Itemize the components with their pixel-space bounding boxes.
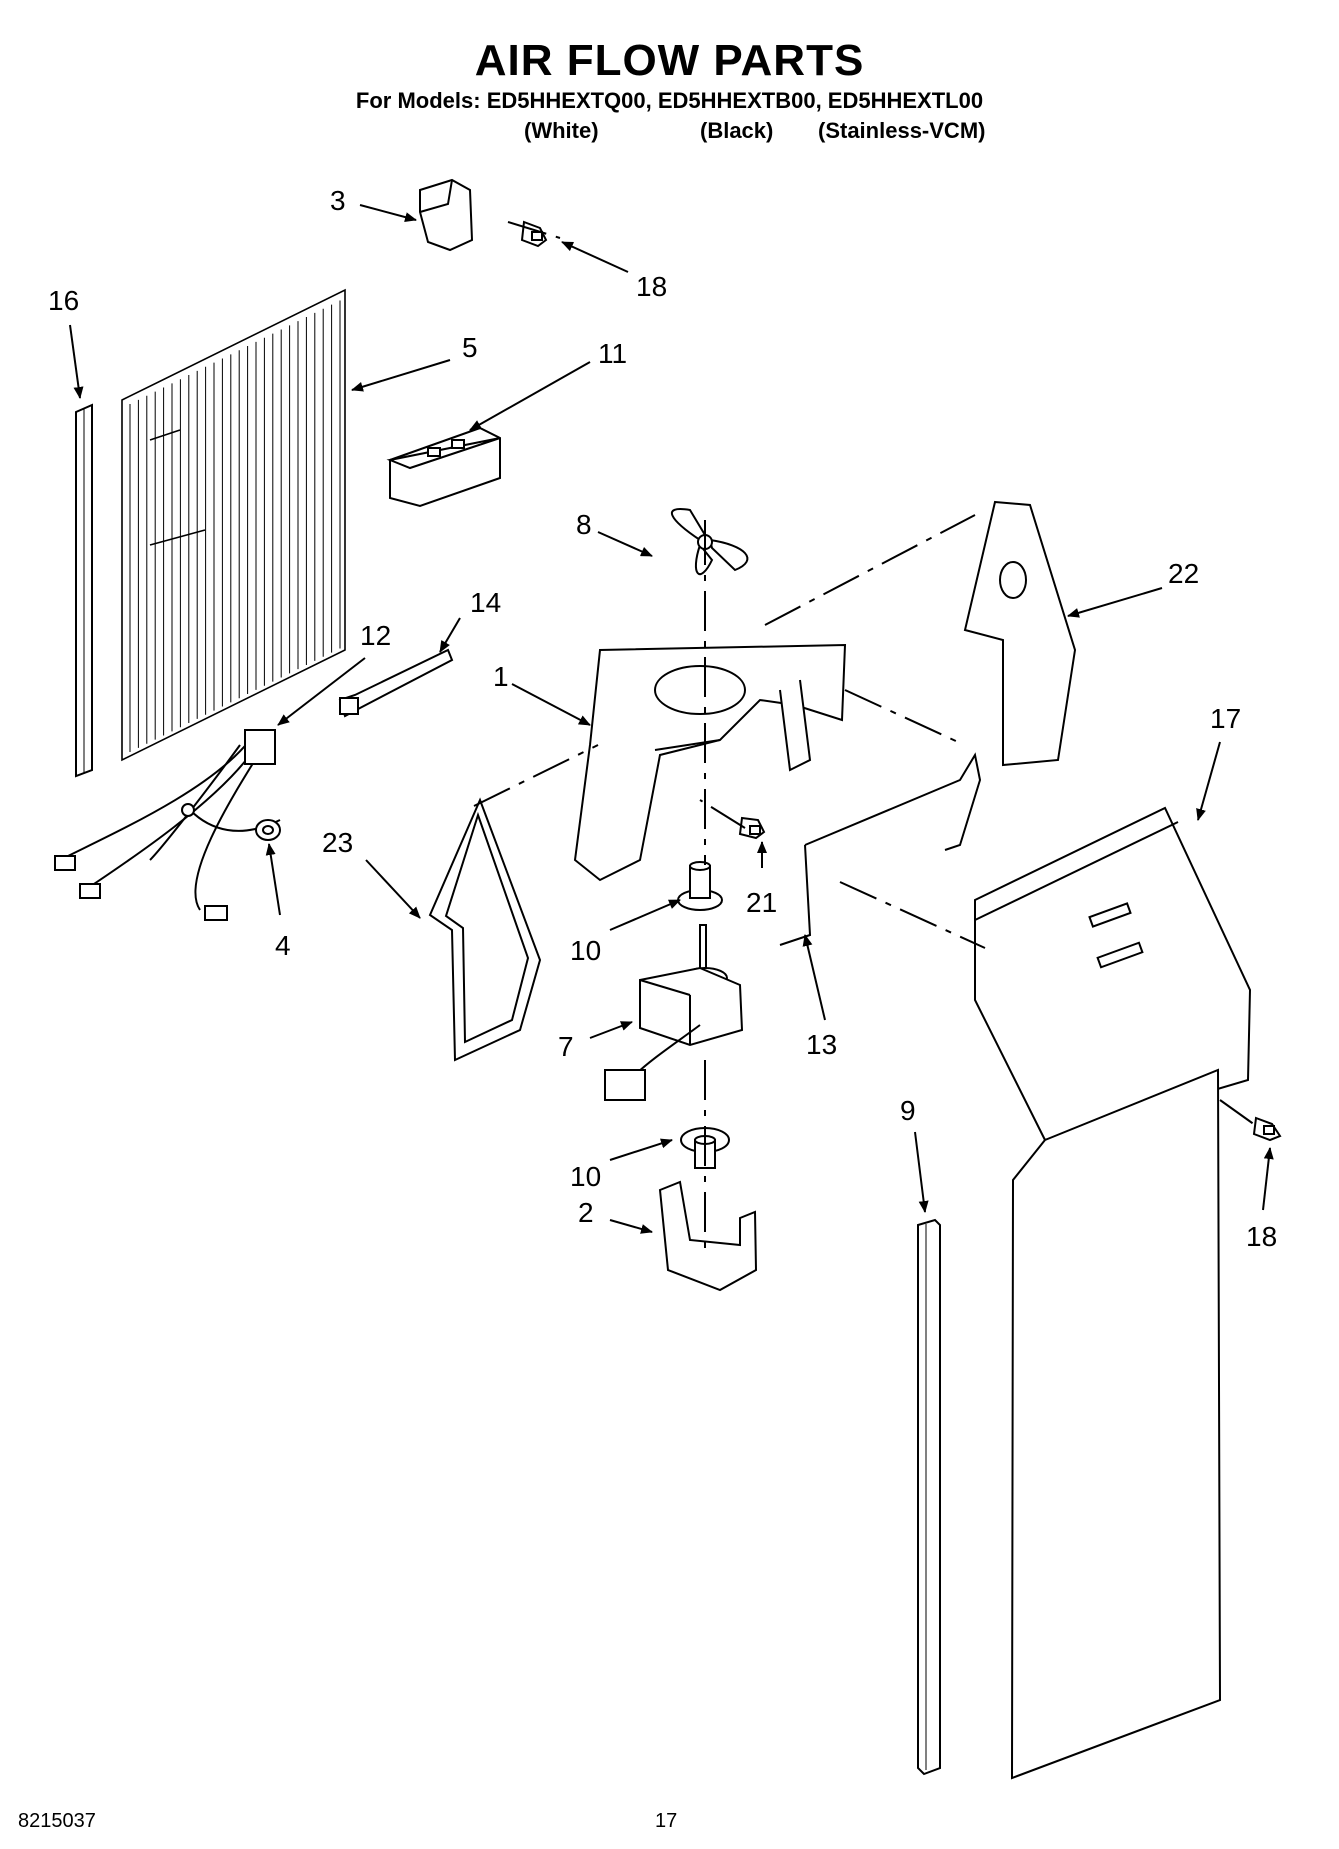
part-17-air-flow-panel [974, 806, 1252, 1780]
callout-2: 2 [578, 1197, 594, 1228]
part-8-fan-blade [670, 508, 749, 575]
callout-14: 14 [470, 587, 501, 618]
callout-18-top: 18 [636, 271, 667, 302]
part-21-screw [738, 816, 766, 840]
part-16-seal-strip [75, 403, 93, 778]
variant-white: (White) [524, 118, 599, 143]
callout-11: 11 [598, 338, 627, 369]
callout-3: 3 [330, 185, 346, 216]
page-number: 17 [655, 1810, 678, 1832]
part-23-left-gasket [428, 797, 542, 1062]
part-9-seal-strip [917, 1218, 941, 1776]
callout-16: 16 [48, 285, 79, 316]
model-list: For Models: ED5HHEXTQ00, ED5HHEXTB00, ED… [355, 88, 984, 113]
part-2-motor-bracket [658, 1180, 758, 1292]
page-title: AIR FLOW PARTS [474, 36, 865, 85]
assembly-lines [473, 221, 1256, 1255]
part-14-cable-tie [338, 648, 454, 718]
callout-22: 22 [1168, 558, 1199, 589]
part-13-wire-bracket [779, 752, 982, 946]
callout-21: 21 [746, 887, 777, 918]
callout-leaders [69, 204, 1274, 1234]
part-4-grommet [255, 819, 281, 841]
part-11-damper-bracket [386, 426, 501, 508]
callout-17: 17 [1210, 703, 1241, 734]
callout-10-upper: 10 [570, 935, 601, 966]
document-number: 8215037 [18, 1810, 96, 1832]
variant-black: (Black) [700, 118, 774, 143]
callout-7: 7 [558, 1031, 574, 1062]
callout-1: 1 [493, 661, 509, 692]
variant-stainless: (Stainless-VCM) [818, 118, 986, 143]
callout-8: 8 [576, 509, 592, 540]
part-22-right-gasket [963, 500, 1077, 767]
part-7-fan-motor [604, 924, 744, 1101]
part-3-bracket [419, 178, 474, 252]
callout-10-lower: 10 [570, 1161, 601, 1192]
callout-5: 5 [462, 332, 478, 363]
callout-9: 9 [900, 1095, 916, 1126]
model-variants: (White) (Black) (Stainless-VCM) [0, 118, 1339, 148]
callout-numbers: 3 18 16 5 11 8 22 14 12 1 17 23 21 4 10 … [48, 185, 1277, 1252]
part-18-screw-right [1252, 1116, 1282, 1142]
callout-23: 23 [322, 827, 353, 858]
callout-18-right: 18 [1246, 1221, 1277, 1252]
part-18-screw-top [520, 220, 548, 248]
part-12-wire-harness [54, 729, 281, 921]
part-10-grommet-upper [677, 861, 723, 911]
part-1-fan-housing [573, 643, 847, 882]
callout-4: 4 [275, 930, 291, 961]
part-5-evaporator-cover [121, 288, 346, 762]
callout-13: 13 [806, 1029, 837, 1060]
callout-12: 12 [360, 620, 391, 651]
